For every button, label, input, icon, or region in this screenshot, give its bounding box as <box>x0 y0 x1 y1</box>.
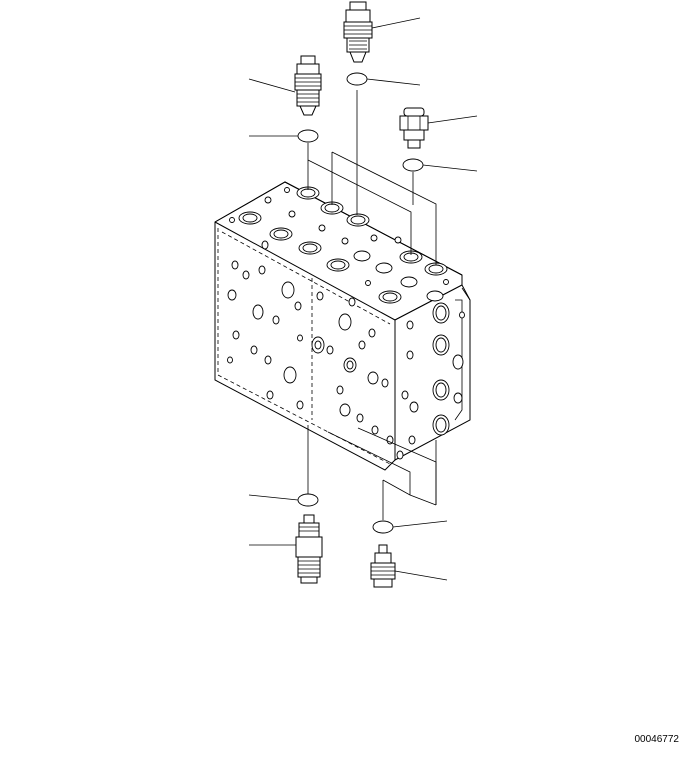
part-code-label: 00046772 <box>635 734 680 745</box>
plug-valve-bottom-right <box>370 544 396 588</box>
callout-leader-relief-valve-top-left <box>248 78 296 93</box>
callout-leader-relief-valve-top-center <box>371 17 421 29</box>
assembly-lines <box>307 90 437 520</box>
relief-valve-top-left <box>294 55 322 116</box>
plug-valve-top-right <box>399 107 429 149</box>
callout-leader-o-ring-top-right <box>422 164 478 172</box>
top-face-ports <box>229 186 449 304</box>
o-ring-top-right <box>402 158 424 172</box>
callout-leader-o-ring-bottom-right <box>392 520 448 528</box>
o-ring-bottom-left <box>297 493 319 507</box>
o-ring-top-center <box>346 72 368 86</box>
side-face-ports <box>396 302 465 460</box>
callout-leaders <box>248 17 478 581</box>
relief-valve-bottom-left <box>295 514 323 584</box>
callout-leader-o-ring-bottom-left <box>248 494 299 501</box>
o-ring-top-left <box>297 129 319 143</box>
callout-leader-o-ring-top-center <box>366 78 421 86</box>
o-ring-bottom-right <box>372 520 394 534</box>
callout-leader-plug-valve-top-right <box>427 115 478 124</box>
front-face-ports <box>227 240 394 445</box>
relief-valve-top-center <box>343 1 373 63</box>
callout-leader-plug-valve-bottom-right <box>394 570 448 581</box>
control-valve-body <box>214 181 471 471</box>
